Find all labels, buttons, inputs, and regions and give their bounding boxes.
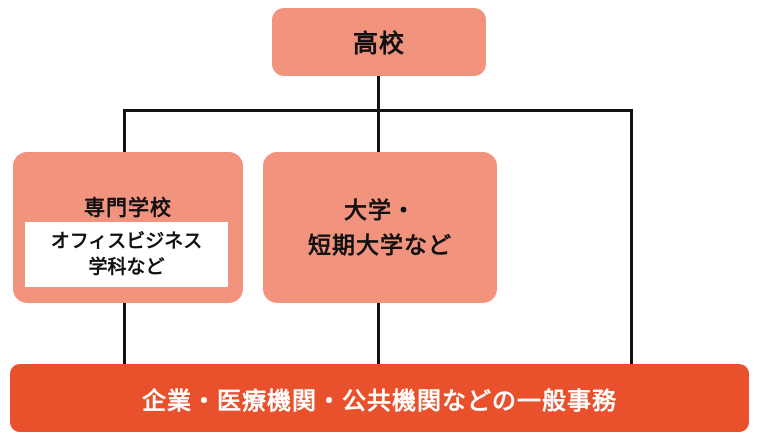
node-vocational-school: 専門学校 オフィスビジネス 学科など <box>13 152 243 303</box>
connector-to-vocational <box>123 109 126 157</box>
connector-direct-to-employment <box>630 109 633 366</box>
node-highschool: 高校 <box>272 8 486 76</box>
connector-university-to-employment <box>377 302 380 366</box>
node-employment: 企業・医療機関・公共機関などの一般事務 <box>10 364 749 432</box>
node-university: 大学・ 短期大学など <box>263 152 497 303</box>
vocational-school-label: 専門学校 <box>84 197 172 220</box>
vocational-department-box: オフィスビジネス 学科など <box>25 222 228 287</box>
connector-vocational-to-employment <box>123 302 126 366</box>
connector-highschool-down <box>377 76 380 154</box>
